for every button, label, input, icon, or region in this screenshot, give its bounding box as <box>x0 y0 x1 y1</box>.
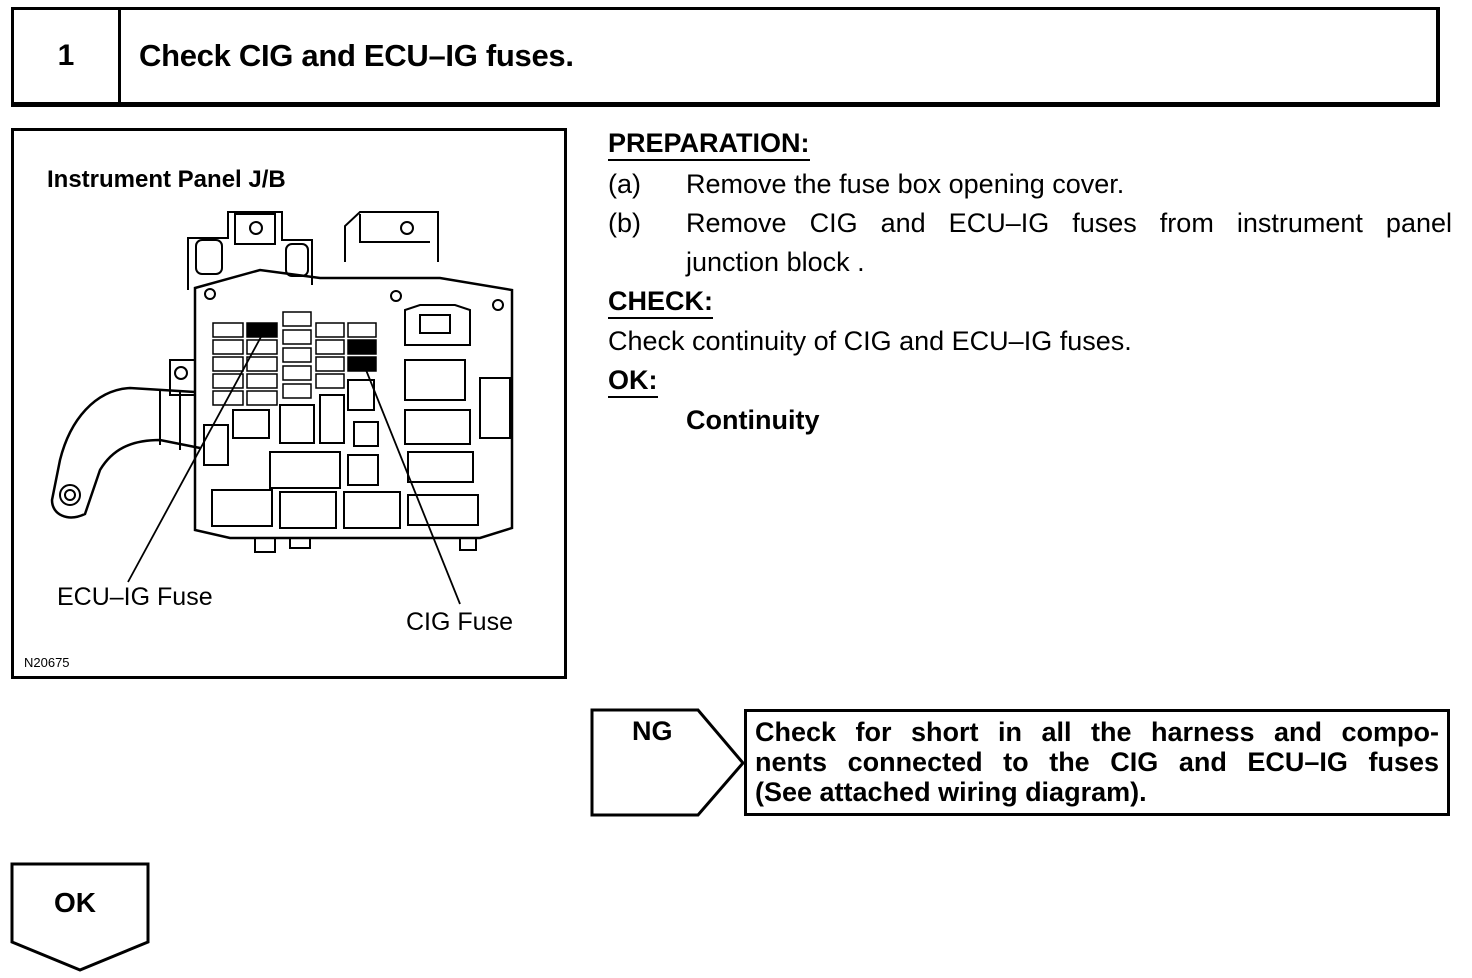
step-title: Check CIG and ECU–IG fuses. <box>139 38 574 73</box>
check-text: Check continuity of CIG and ECU–IG fuses… <box>608 326 1132 356</box>
figure-code: N20675 <box>24 655 70 670</box>
step-header: 1 Check CIG and ECU–IG fuses. <box>11 7 1440 107</box>
cig-fuse-label: CIG Fuse <box>406 608 513 636</box>
ecu-ig-fuse-label: ECU–IG Fuse <box>57 583 213 611</box>
step-number: 1 <box>14 10 121 102</box>
ok-result: Continuity <box>686 405 820 435</box>
ng-action-box: Check for short in all the harness and c… <box>744 709 1450 816</box>
junction-block-illustration <box>50 211 514 605</box>
ng-label: NG <box>632 716 673 746</box>
figure-frame <box>11 128 567 679</box>
figure-title: Instrument Panel J/B <box>47 166 286 193</box>
prep-item-b-text-line2: junction block . <box>686 247 865 277</box>
ng-action-line2: nents connected to the CIG and ECU–IG fu… <box>755 747 1439 777</box>
ok-arrow-shape <box>10 862 150 972</box>
ok-arrow-label: OK <box>54 887 96 918</box>
ng-action-line1: Check for short in all the harness and c… <box>755 717 1439 747</box>
check-heading: CHECK: <box>608 285 713 319</box>
prep-item-a-text: Remove the fuse box opening cover. <box>686 169 1125 199</box>
prep-item-b-text-line1: Remove CIG and ECU–IG fuses from instrum… <box>686 208 1452 238</box>
ng-arrow-shape <box>590 708 745 817</box>
ng-action-line3: (See attached wiring diagram). <box>755 777 1147 807</box>
prep-item-a-letter: (a) <box>608 169 641 199</box>
ok-heading: OK: <box>608 364 658 398</box>
preparation-heading: PREPARATION: <box>608 127 810 161</box>
prep-item-b-letter: (b) <box>608 208 641 238</box>
